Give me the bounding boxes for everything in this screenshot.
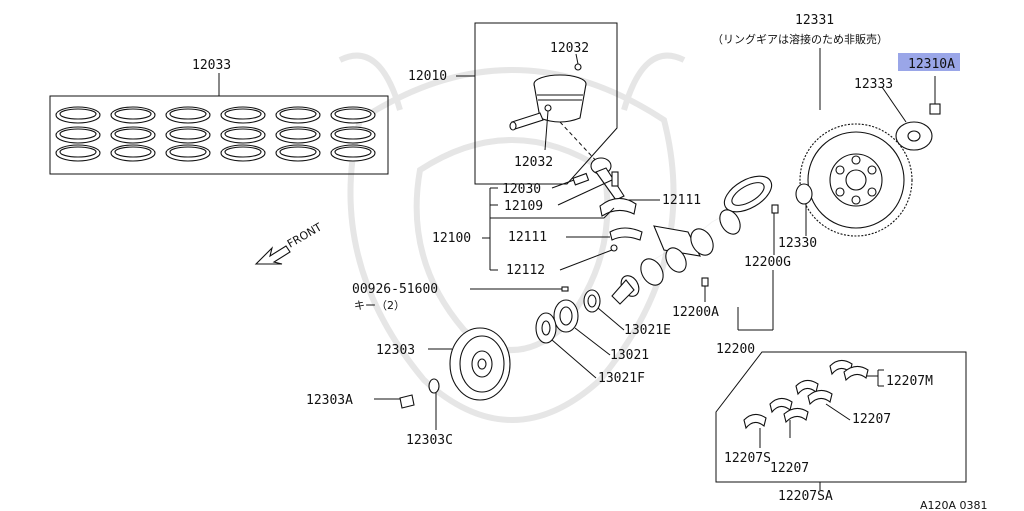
piston-ring-inner <box>169 108 207 120</box>
callout-crankshaft-assembly[interactable]: 12200 <box>716 342 755 357</box>
crankshaft-drawing <box>611 175 779 331</box>
callout-crank-sprocket-washer[interactable]: 13021F <box>598 371 645 386</box>
piston-ring-inner <box>114 146 152 158</box>
callout-pulley-washer[interactable]: 12303C <box>406 433 453 448</box>
callout-con-rod-assembly[interactable]: 12100 <box>432 231 471 246</box>
piston-ring-inner <box>224 128 262 140</box>
piston-ring-inner <box>169 128 207 140</box>
piston-ring-inner <box>334 108 372 120</box>
callout-flywheel-bolt-highlighted[interactable]: 12310A <box>908 57 955 72</box>
piston-ring-inner <box>224 108 262 120</box>
callout-flywheel-note: （リングギアは溶接のため非販売） <box>712 32 888 46</box>
callout-main-bearing-m[interactable]: 12207M <box>886 374 933 389</box>
piston-ring-set-box <box>49 73 389 175</box>
piston-ring-inner <box>114 128 152 140</box>
flywheel-drawing <box>795 48 941 237</box>
callout-crankshaft-plug[interactable]: 12200A <box>672 305 719 320</box>
front-arrow-icon <box>254 245 291 265</box>
highlight-box <box>898 53 960 71</box>
piston-ring-inner <box>334 128 372 140</box>
callout-piston-pin-clip-top[interactable]: 12032 <box>550 41 589 56</box>
piston-ring-inner <box>279 108 317 120</box>
callout-piston-ring-set[interactable]: 12033 <box>192 58 231 73</box>
piston-ring-inner <box>59 108 97 120</box>
connecting-rod-drawing <box>572 157 643 252</box>
piston-ring-inner <box>59 146 97 158</box>
callout-con-rod-bushing[interactable]: 12112 <box>506 263 545 278</box>
piston-pin-shape <box>511 112 544 130</box>
pin-clip-shape-2 <box>574 63 582 71</box>
callout-piston-pin-clip-bottom[interactable]: 12032 <box>514 155 553 170</box>
piston-ring-inner <box>224 146 262 158</box>
piston-ring-inner <box>169 146 207 158</box>
callout-main-bearing-set[interactable]: 12207SA <box>778 489 833 504</box>
pin-clip-shape <box>544 104 552 112</box>
crank-pulley-drawing <box>374 327 511 430</box>
crank-front-parts <box>470 286 625 379</box>
callout-con-rod-bolt[interactable]: 12109 <box>504 199 543 214</box>
callout-crank-sprocket[interactable]: 13021 <box>610 348 649 363</box>
piston-ring-inner <box>59 128 97 140</box>
callout-main-bearing-lower[interactable]: 12207 <box>770 461 809 476</box>
piston-assembly-box <box>456 22 618 185</box>
piston-ring-inner <box>279 146 317 158</box>
callout-main-bearing-s[interactable]: 12207S <box>724 451 771 466</box>
con-rod-leaders <box>482 179 660 271</box>
callout-pilot-bushing[interactable]: 12330 <box>778 236 817 251</box>
callout-crank-pulley[interactable]: 12303 <box>376 343 415 358</box>
main-bearing-box <box>715 351 967 490</box>
callout-con-rod-nut[interactable]: 12111 <box>662 193 701 208</box>
callout-piston-assembly[interactable]: 12010 <box>408 69 447 84</box>
callout-key-note: キー（2） <box>354 299 405 312</box>
callout-oil-pump-spacer[interactable]: 13021E <box>624 323 671 338</box>
callout-piston-pin[interactable]: 12030 <box>502 182 541 197</box>
front-label: FRONT <box>285 220 324 250</box>
watermark-crest <box>338 52 686 423</box>
piston-rings <box>55 106 376 162</box>
callout-pulley-bolt[interactable]: 12303A <box>306 393 353 408</box>
callout-main-bearing[interactable]: 12207 <box>852 412 891 427</box>
callout-crankshaft-pilot[interactable]: 12200G <box>744 255 791 270</box>
callout-key-part[interactable]: 00926-51600 <box>352 282 438 297</box>
piston-ring-inner <box>114 108 152 120</box>
callout-con-rod-bearing[interactable]: 12111 <box>508 230 547 245</box>
piston-ring-inner <box>279 128 317 140</box>
callout-flywheel-reinforcement[interactable]: 12333 <box>854 77 893 92</box>
callout-flywheel[interactable]: 12331 <box>795 13 834 28</box>
piston-ring-inner <box>334 146 372 158</box>
diagram-id: A120A 0381 <box>920 499 988 511</box>
